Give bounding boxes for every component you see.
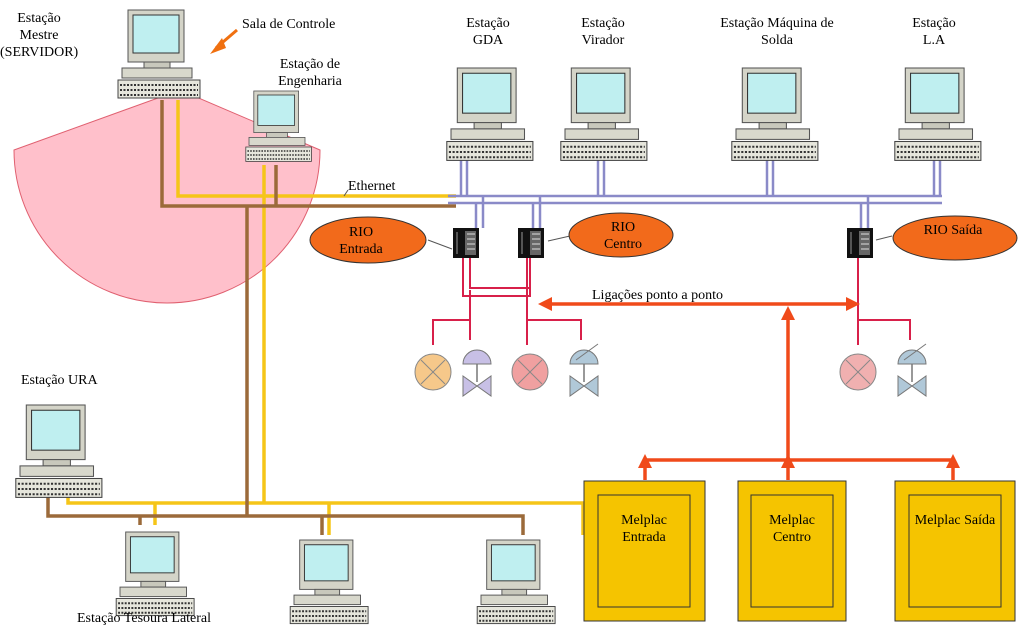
label-tesoura: Estação Tesoura Lateral (77, 611, 212, 626)
field-wiring (432, 258, 911, 345)
pc-ura-icon (14, 403, 103, 499)
label-rio-centro: RIO Centro (603, 220, 643, 252)
rio-entrada-ellipse (309, 216, 427, 264)
label-rio-entrada: RIO Entrada (339, 225, 383, 257)
label-master: Estação Mestre (SERVIDOR) (0, 11, 79, 60)
pc-tesoura-icon (115, 531, 196, 617)
rio-centro-block (517, 227, 545, 259)
pc-virador-icon (559, 66, 648, 162)
valve-icon (414, 353, 452, 391)
melplac-centro-box (737, 480, 847, 622)
arrowheads (538, 297, 960, 468)
label-ura: Estação URA (21, 373, 98, 388)
pc-gda-icon (445, 66, 534, 162)
label-melplac-saida: Melplac Saída (914, 513, 996, 528)
label-control-room: Sala de Controle (242, 17, 336, 32)
valve-icon (511, 353, 549, 391)
pc-master-icon (117, 9, 201, 99)
label-la: Estação L.A (912, 16, 956, 48)
rio-entrada-block (452, 227, 480, 259)
label-ethernet: Ethernet (348, 179, 396, 194)
label-gda: Estação GDA (466, 16, 510, 48)
label-virador: Estação Virador (581, 16, 625, 48)
pc-floor-2-icon (289, 539, 370, 625)
label-rio-saida: RIO Saída (923, 223, 983, 238)
label-melplac-entrada: Melplac Entrada (621, 513, 667, 545)
pc-la-icon (893, 66, 982, 162)
rio-saida-ellipse (892, 215, 1018, 261)
label-engineering: Estação de Engenharia (278, 57, 342, 89)
actuator-valve-icon (897, 343, 927, 397)
label-melplac-centro: Melplac Centro (769, 513, 815, 545)
pc-floor-3-icon (476, 539, 557, 625)
ethernet-bus (448, 150, 942, 228)
label-solda: Estação Máquina de Solda (720, 16, 834, 48)
valve-icon (839, 353, 877, 391)
rio-saida-block (846, 227, 874, 259)
melplac-entrada-box (583, 480, 706, 622)
actuator-valve-icon (569, 343, 599, 397)
actuator-valve-icon (462, 349, 492, 397)
melplac-saida-box (894, 480, 1016, 622)
pc-engineering-icon (245, 90, 313, 163)
pc-solda-icon (730, 66, 819, 162)
rio-centro-ellipse (568, 212, 674, 258)
label-p2p: Ligações ponto a ponto (592, 288, 724, 303)
point-to-point-links (548, 302, 955, 480)
